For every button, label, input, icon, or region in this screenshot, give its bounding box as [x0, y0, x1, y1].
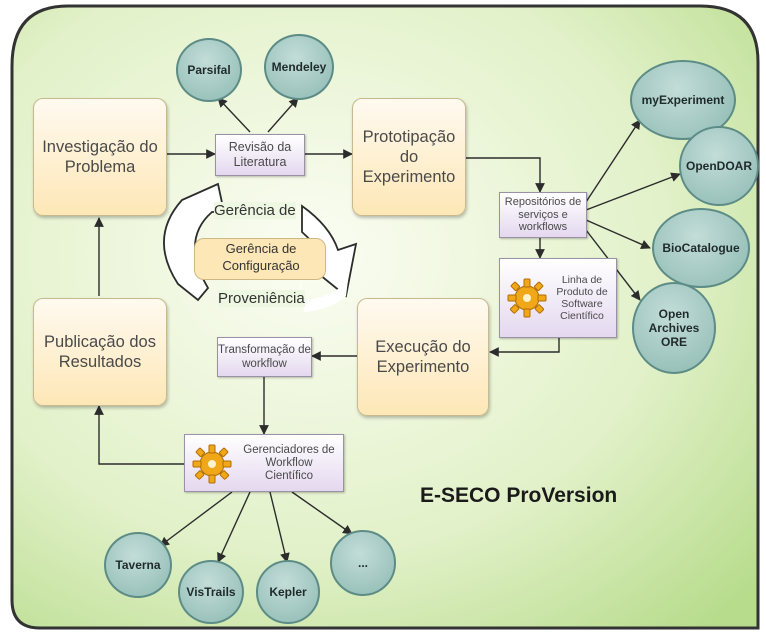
provenance-label: Proveniência: [218, 290, 305, 307]
tool-openarchives-label: Open Archives ORE: [648, 307, 700, 349]
cycle-arrows: [163, 182, 358, 312]
stage-prototyping: Prototipação do Experimento: [352, 98, 466, 216]
tool-biocatalogue: BioCatalogue: [652, 208, 750, 288]
edge-repo-opendoar: [585, 172, 681, 211]
tool-parsifal-label: Parsifal: [187, 63, 231, 77]
tool-mendeley-label: Mendeley: [271, 60, 327, 74]
edge-managers-ellipsis: [291, 491, 353, 535]
configuration-label: Gerência de Configuração: [222, 241, 300, 273]
literature-review-label: Revisão da Literatura: [228, 140, 292, 169]
tool-ellipsis-label: ...: [357, 556, 368, 570]
tool-opendoar: OpenDOAR: [679, 126, 759, 206]
stage-publication: Publicação dos Resultados: [33, 298, 167, 406]
tool-kepler-label: Kepler: [269, 585, 307, 599]
gear-icon: [507, 278, 547, 318]
edge-repo-myexperiment: [585, 119, 641, 203]
connectors: [94, 97, 681, 563]
edge-review-parsifal: [217, 97, 251, 133]
cycle-arrow-left: [163, 182, 226, 302]
tool-vistrails: VisTrails: [178, 560, 244, 624]
diagram-title: E-SECO ProVersion: [420, 484, 618, 507]
stage-prototyping-label: Prototipação do Experimento: [362, 128, 456, 186]
tool-parsifal: Parsifal: [176, 38, 242, 102]
tool-biocatalogue-label: BioCatalogue: [662, 241, 740, 255]
edge-managers-vistrails: [217, 491, 251, 563]
edge-managers-kepler: [269, 491, 290, 563]
stage-investigation: Investigação do Problema: [33, 98, 167, 216]
stage-investigation-label: Investigação do Problema: [42, 138, 158, 176]
workflow-managers-label: Gerenciadores de Workflow Científico: [243, 443, 335, 482]
tool-vistrails-label: VisTrails: [186, 585, 236, 599]
edge-review-mendeley: [267, 97, 299, 133]
stage-publication-label: Publicação dos Resultados: [44, 333, 156, 371]
process-workflow-transform: Transformação de workflow: [217, 337, 312, 377]
edge-repo-biocatalogue: [585, 219, 651, 249]
tool-mendeley: Mendeley: [264, 34, 334, 100]
process-literature-review: Revisão da Literatura: [215, 134, 305, 176]
tool-taverna-label: Taverna: [115, 558, 161, 572]
edge-managers-publication: [94, 405, 184, 465]
repositories-label: Repositórios de serviços e workflows: [504, 196, 582, 234]
product-line-label: Linha de Produto de Software Científico: [556, 274, 608, 322]
edge-prototyping-repositories: [465, 157, 545, 193]
gear-icon: [192, 444, 232, 484]
process-repositories: Repositórios de serviços e workflows: [499, 192, 587, 238]
configuration-pill: [194, 238, 326, 280]
edge-managers-taverna: [159, 491, 233, 547]
tool-myexperiment-label: myExperiment: [641, 93, 725, 107]
stage-execution: Execução do Experimento: [357, 298, 489, 416]
stage-execution-label: Execução do Experimento: [375, 338, 471, 376]
tool-taverna: Taverna: [104, 532, 172, 598]
cycle-arrow-bottom: [300, 278, 348, 312]
tool-openarchives: Open Archives ORE: [632, 282, 716, 374]
tool-ellipsis: ...: [330, 530, 396, 596]
management-label: Gerência de: [214, 202, 296, 219]
tool-kepler: Kepler: [256, 560, 320, 624]
workflow-transform-label: Transformação de workflow: [218, 344, 311, 370]
edge-productline-execution: [489, 338, 560, 357]
tool-opendoar-label: OpenDOAR: [686, 159, 752, 173]
